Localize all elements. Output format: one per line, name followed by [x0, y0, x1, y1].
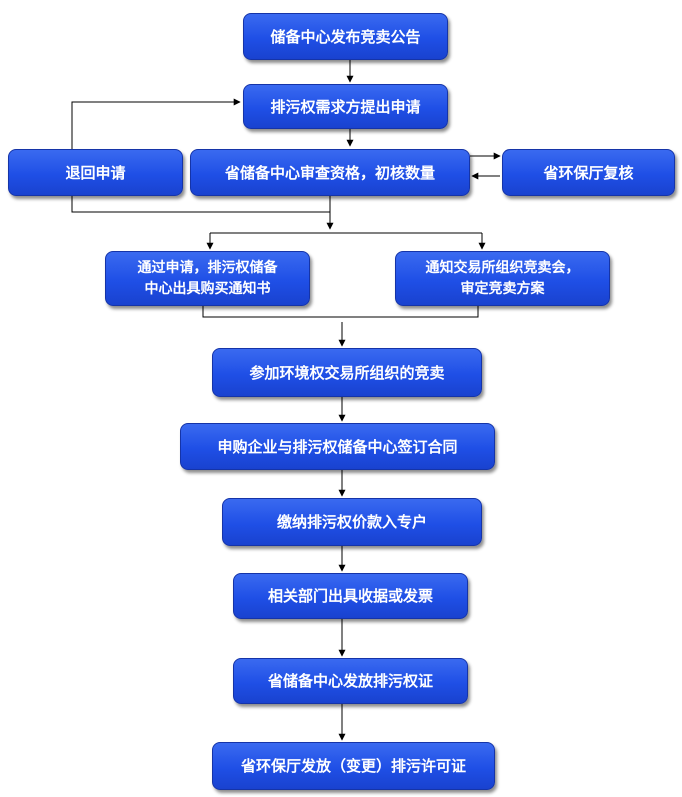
- step-sign-contract: 申购企业与排污权储备中心签订合同: [180, 423, 495, 470]
- step-join-auction: 参加环境权交易所组织的竞卖: [212, 348, 482, 397]
- step-recheck: 省环保厅复核: [502, 149, 675, 196]
- step-issue-permit: 省环保厅发放（变更）排污许可证: [212, 742, 495, 790]
- step-approve: 通过申请，排污权储备中心出具购买通知书: [105, 251, 310, 306]
- step-notify-exchange: 通知交易所组织竞卖会，审定竞卖方案: [395, 251, 610, 306]
- connector-merge-bracket: [202, 306, 479, 318]
- step-receipt: 相关部门出具收据或发票: [233, 573, 468, 619]
- step-review: 省储备中心审查资格，初核数量: [190, 149, 470, 196]
- step-apply: 排污权需求方提出申请: [243, 84, 448, 129]
- arrow-return-loop-to-apply: [71, 98, 241, 149]
- step-return: 退回申请: [8, 149, 183, 196]
- step-pay: 缴纳排污权价款入专户: [222, 498, 482, 546]
- step-issue-certificate: 省储备中心发放排污权证: [233, 658, 468, 704]
- connector-return-to-trunk: [71, 196, 330, 213]
- step-announcement: 储备中心发布竞卖公告: [243, 13, 448, 60]
